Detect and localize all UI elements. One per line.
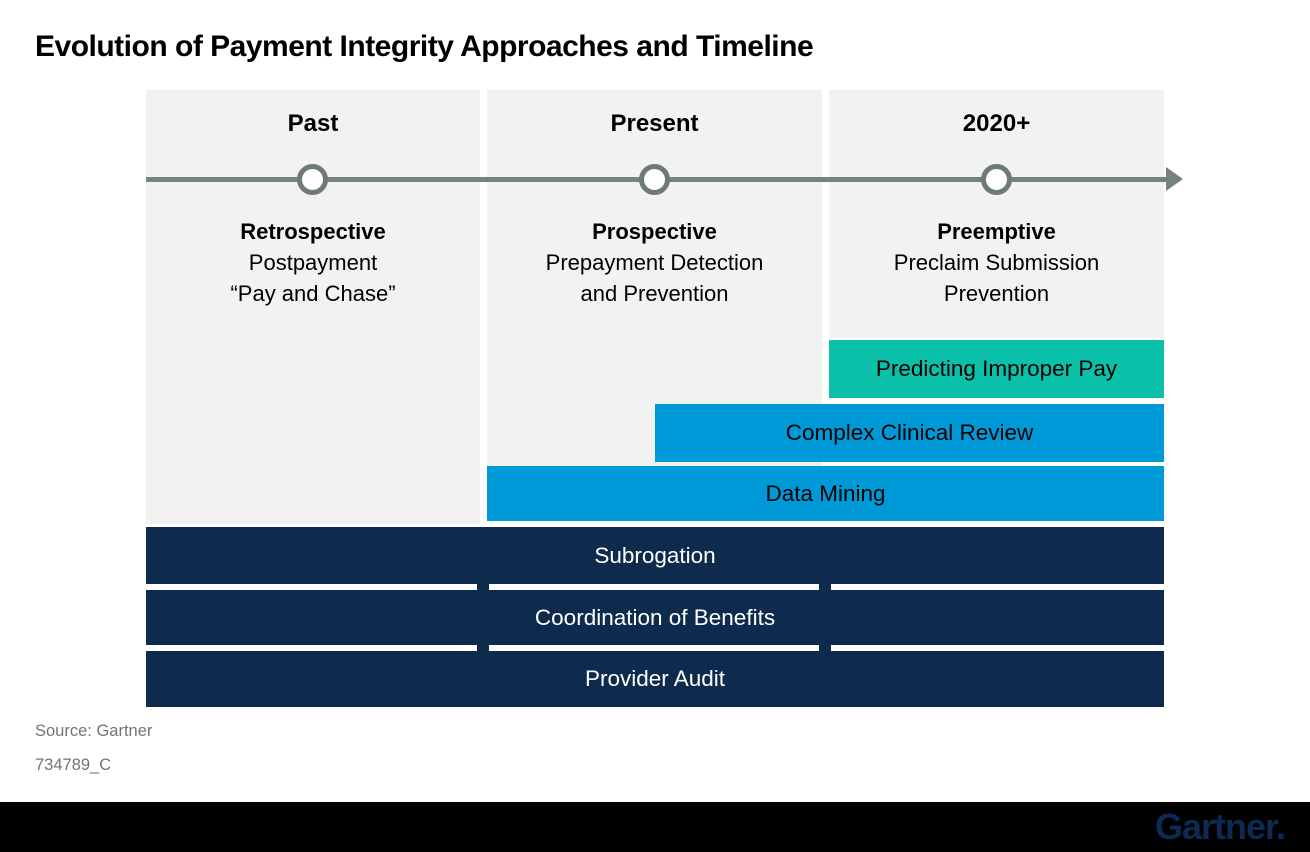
column-header-2020: 2020+ <box>962 110 1031 137</box>
approach-past: Retrospective Postpayment “Pay and Chase… <box>146 216 480 309</box>
foundational-bars-block: Subrogation Coordination of Benefits Pro… <box>146 527 1164 707</box>
source-block: Source: Gartner 734789_C <box>35 722 152 790</box>
column-2020-background <box>829 90 1164 338</box>
bar-provider-audit: Provider Audit <box>146 651 1164 707</box>
bar-separator <box>489 645 819 651</box>
bar-separator <box>146 584 477 590</box>
approach-present-line2: and Prevention <box>580 281 729 306</box>
approach-2020-line2: Prevention <box>943 281 1050 306</box>
column-header-past: Past <box>287 110 339 137</box>
approach-past-title: Retrospective <box>240 219 386 244</box>
bar-data-mining-label: Data Mining <box>765 480 886 506</box>
bar-complex-clinical-review-label: Complex Clinical Review <box>785 420 1034 445</box>
bar-predicting-improper-pay-label: Predicting Improper Pay <box>875 356 1118 381</box>
document-id: 734789_C <box>35 756 112 774</box>
approach-present-title: Prospective <box>592 219 717 244</box>
approach-2020-title: Preemptive <box>937 219 1056 244</box>
bar-subrogation: Subrogation <box>146 527 1164 584</box>
bar-separator <box>831 645 1164 651</box>
footer-bar: Gartner. <box>0 802 1310 852</box>
bar-separator <box>146 645 477 651</box>
source-text: Source: Gartner <box>35 722 153 740</box>
bar-separator <box>489 584 819 590</box>
bar-coordination-of-benefits: Coordination of Benefits <box>146 590 1164 645</box>
approach-present-line1: Prepayment Detection <box>545 250 764 275</box>
bar-subrogation-label: Subrogation <box>594 542 716 568</box>
column-present-background <box>487 90 822 466</box>
approach-2020: Preemptive Preclaim Submission Preventio… <box>829 216 1164 309</box>
approach-past-line2: “Pay and Chase” <box>230 281 396 306</box>
bar-coordination-of-benefits-label: Coordination of Benefits <box>534 604 776 630</box>
page-title: Evolution of Payment Integrity Approache… <box>35 30 814 63</box>
approach-2020-line1: Preclaim Submission <box>893 250 1100 275</box>
column-past-background <box>146 90 480 524</box>
gartner-logo: Gartner. <box>1154 806 1286 847</box>
approach-past-line1: Postpayment <box>248 250 378 275</box>
timeline-node-present-icon <box>639 164 670 195</box>
column-header-present: Present <box>610 110 699 137</box>
timeline-node-past-icon <box>297 164 328 195</box>
bar-provider-audit-label: Provider Audit <box>584 666 726 691</box>
bar-data-mining: Data Mining <box>487 466 1164 521</box>
bar-separator <box>831 584 1164 590</box>
approach-present: Prospective Prepayment Detection and Pre… <box>487 216 822 309</box>
bar-predicting-improper-pay: Predicting Improper Pay <box>829 340 1164 398</box>
timeline-node-2020-icon <box>981 164 1012 195</box>
arrow-right-icon <box>1166 167 1183 191</box>
bar-complex-clinical-review: Complex Clinical Review <box>655 404 1164 462</box>
